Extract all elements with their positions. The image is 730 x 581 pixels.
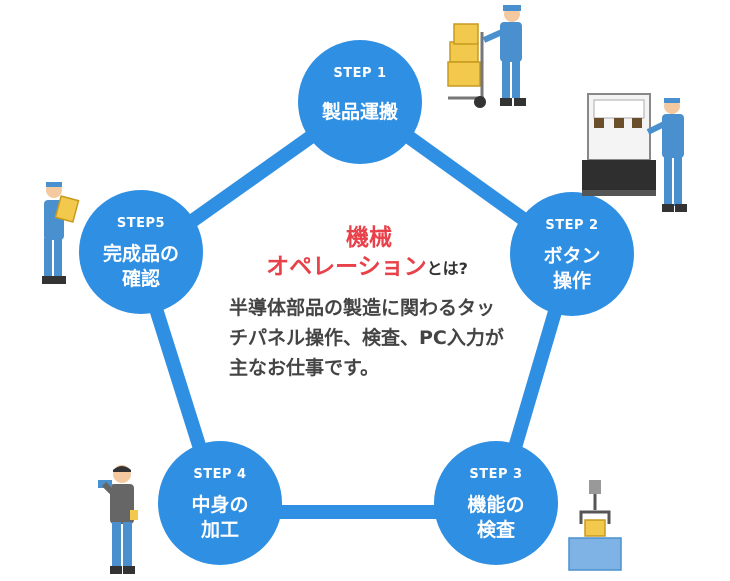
step-3-circle: STEP 3 機能の 検査 xyxy=(434,441,558,565)
step-5-circle: STEP5 完成品の 確認 xyxy=(79,190,203,314)
step-2-circle: STEP 2 ボタン 操作 xyxy=(510,192,634,316)
center-title-line2: オペレーション xyxy=(266,254,427,280)
worker-hand-truck-icon xyxy=(447,5,526,108)
worker-machine-button-icon xyxy=(582,93,687,212)
step-3-title: 機能の 検査 xyxy=(434,493,558,543)
step-4-circle: STEP 4 中身の 加工 xyxy=(158,441,282,565)
worker-clipboard-icon xyxy=(42,182,80,284)
step-2-title-line1: ボタン xyxy=(543,245,601,267)
step-5-title-line1: 完成品の xyxy=(102,243,179,265)
step-3-label: STEP 3 xyxy=(469,467,523,482)
step-4-label: STEP 4 xyxy=(193,467,247,482)
worker-tool-icon xyxy=(98,465,138,574)
center-title: 機械 オペレーションとは? xyxy=(232,224,502,282)
step-4-title-line2: 加工 xyxy=(200,519,239,541)
step-1-label: STEP 1 xyxy=(333,66,387,81)
step-3-title-line1: 機能の xyxy=(467,494,525,516)
step-5-title: 完成品の 確認 xyxy=(79,242,203,292)
center-title-suffix: とは? xyxy=(426,259,468,278)
step-1-title: 製品運搬 xyxy=(321,101,398,123)
step-2-title: ボタン 操作 xyxy=(510,244,634,294)
step-1-circle: STEP 1 製品運搬 xyxy=(298,40,422,164)
center-description: 半導体部品の製造に関わるタッチパネル操作、検査、PC入力が主なお仕事です。 xyxy=(229,297,504,379)
step-2-label: STEP 2 xyxy=(545,218,599,233)
step-5-label: STEP5 xyxy=(116,216,166,231)
inspection-machine-icon xyxy=(568,480,622,571)
center-title-line1: 機械 xyxy=(346,225,392,251)
step-5-title-line2: 確認 xyxy=(121,268,160,290)
step-4-title: 中身の 加工 xyxy=(158,493,282,543)
step-3-title-line2: 検査 xyxy=(476,519,515,541)
step-2-title-line2: 操作 xyxy=(552,270,591,292)
step-4-title-line1: 中身の xyxy=(191,494,249,516)
